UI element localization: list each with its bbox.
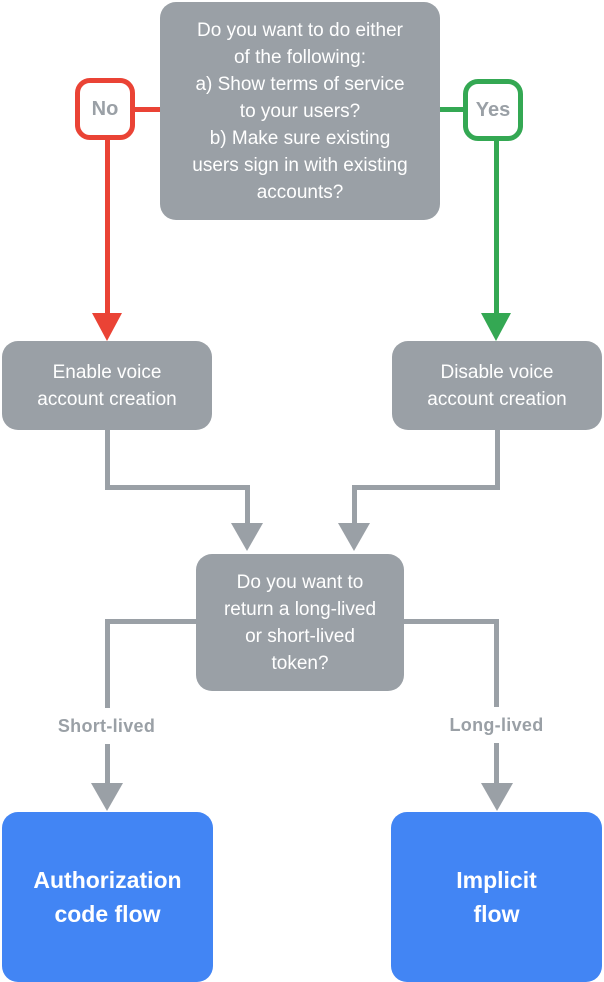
node-question-terms-of-service: Do you want to do either of the followin… [160,2,440,220]
node-authorization-code-flow-text: Authorization code flow [33,867,182,927]
yes-branch-vertical-line [494,138,499,315]
node-implicit-flow: Implicit flow [391,812,602,982]
long-lived-arrow-down-icon [481,783,513,811]
node-question-token-lifetime-text: Do you want to return a long-lived or sh… [223,571,377,674]
short-lived-label-text: Short-lived [57,715,156,736]
enable-to-token-arrow-down-icon [231,523,263,551]
enable-to-token-line-1 [105,430,110,488]
no-badge: No [75,78,135,140]
node-authorization-code-flow: Authorization code flow [2,812,213,982]
node-enable-voice-account-creation: Enable voice account creation [2,341,212,430]
yes-badge: Yes [463,79,523,141]
yes-branch-arrow-down-icon [481,313,511,341]
short-lived-horizontal-line [105,619,198,624]
yes-branch-horizontal-line [438,107,465,112]
no-badge-text: No [91,97,119,120]
node-question-token-lifetime: Do you want to return a long-lived or sh… [196,554,404,691]
yes-badge-text: Yes [475,98,511,121]
long-lived-vertical-line [494,619,499,785]
disable-to-token-arrow-down-icon [338,523,370,551]
node-enable-voice-account-creation-text: Enable voice account creation [37,361,177,410]
node-implicit-flow-text: Implicit flow [456,867,537,927]
disable-to-token-line-1 [495,430,500,488]
no-branch-horizontal-line [133,107,161,112]
node-question-terms-of-service-text: Do you want to do either of the followin… [192,19,408,203]
enable-to-token-line-3 [245,485,250,525]
no-branch-vertical-line [105,138,110,315]
long-lived-horizontal-line [402,619,497,624]
long-lived-label-text: Long-lived [449,714,544,735]
short-lived-arrow-down-icon [91,783,123,811]
enable-to-token-line-2 [105,485,250,490]
node-disable-voice-account-creation-text: Disable voice account creation [427,361,567,410]
long-lived-label: Long-lived [412,707,581,743]
short-lived-label: Short-lived [22,708,191,744]
disable-to-token-line-3 [352,485,357,525]
no-branch-arrow-down-icon [92,313,122,341]
disable-to-token-line-2 [352,485,500,490]
short-lived-vertical-line [105,619,110,785]
node-disable-voice-account-creation: Disable voice account creation [392,341,602,430]
